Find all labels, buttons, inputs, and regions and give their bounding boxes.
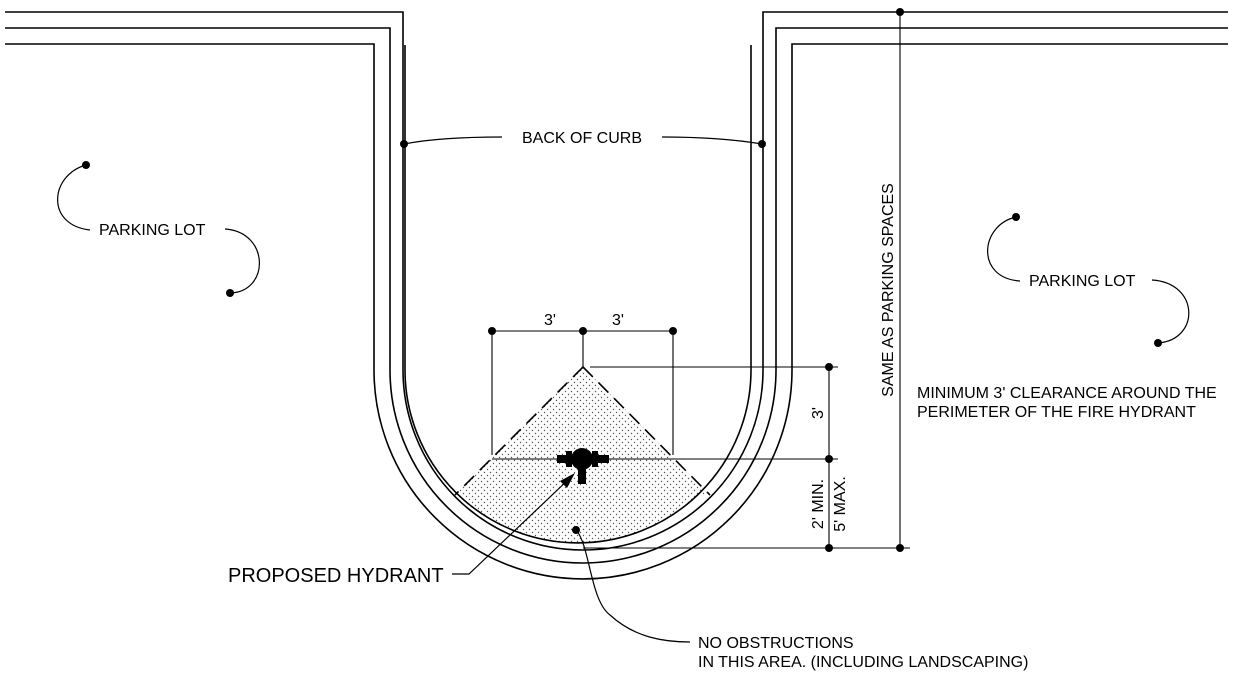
parking-lot-right-leader-b [1151, 279, 1190, 344]
right-dim-dot-bottom [825, 544, 833, 552]
back-of-curb-leader-left [403, 136, 503, 145]
back-of-curb-dot-left [400, 140, 408, 148]
clearance-note-line2: PERIMETER OF THE FIRE HYDRANT [917, 404, 1196, 421]
clearance-area [455, 367, 710, 495]
no-obstructions-leader [575, 529, 691, 643]
curb-line-outer [5, 11, 1228, 551]
parking-lot-left-leader-b [224, 228, 260, 294]
back-of-curb-dot-right [758, 140, 766, 148]
dim-right-3ft: 3' [612, 312, 624, 329]
curb-line-middle [5, 27, 1228, 564]
back-of-curb-line [404, 45, 752, 544]
right-dim-dot-mid [825, 455, 833, 463]
curb-line-inner [5, 43, 1228, 580]
parking-lot-left-dot-b [226, 289, 234, 297]
parking-lot-right-dot-b [1154, 339, 1162, 347]
dim-vertical-3ft: 3' [810, 407, 827, 419]
parking-lot-right-dot-a [1012, 213, 1020, 221]
same-as-parking-dot-bottom [896, 544, 904, 552]
back-of-curb-label: BACK OF CURB [522, 130, 642, 147]
parking-lot-left-leader-a [57, 164, 91, 231]
same-as-parking-label: SAME AS PARKING SPACES [880, 183, 897, 397]
top-dim-dot-right [669, 327, 677, 335]
dim-min-2ft: 2' MIN. [810, 479, 827, 529]
top-dim-dot-left [488, 327, 496, 335]
top-dim-dot-center [579, 327, 587, 335]
proposed-hydrant-label: PROPOSED HYDRANT [228, 565, 444, 587]
parking-lot-right-leader-a [987, 216, 1021, 282]
proposed-hydrant-arrowhead [560, 473, 575, 488]
dim-left-3ft: 3' [544, 312, 556, 329]
clearance-boundary [454, 366, 711, 496]
clearance-note-line1: MINIMUM 3' CLEARANCE AROUND THE [917, 385, 1217, 402]
no-obstructions-line2: IN THIS AREA. (INCLUDING LANDSCAPING) [698, 654, 1028, 671]
same-as-parking-dot-top [896, 8, 904, 16]
parking-lot-right-label: PARKING LOT [1029, 273, 1136, 290]
proposed-hydrant-leader [452, 477, 571, 575]
right-dim-dot-top [825, 363, 833, 371]
clearance-area-lower [455, 495, 710, 543]
parking-lot-left-dot-a [82, 161, 90, 169]
parking-lot-left-label: PARKING LOT [99, 222, 206, 239]
no-obstructions-line1: NO OBSTRUCTIONS [698, 635, 854, 652]
dim-max-5ft: 5' MAX. [832, 476, 849, 532]
back-of-curb-leader-right [661, 136, 763, 145]
hydrant-icon [557, 448, 609, 484]
